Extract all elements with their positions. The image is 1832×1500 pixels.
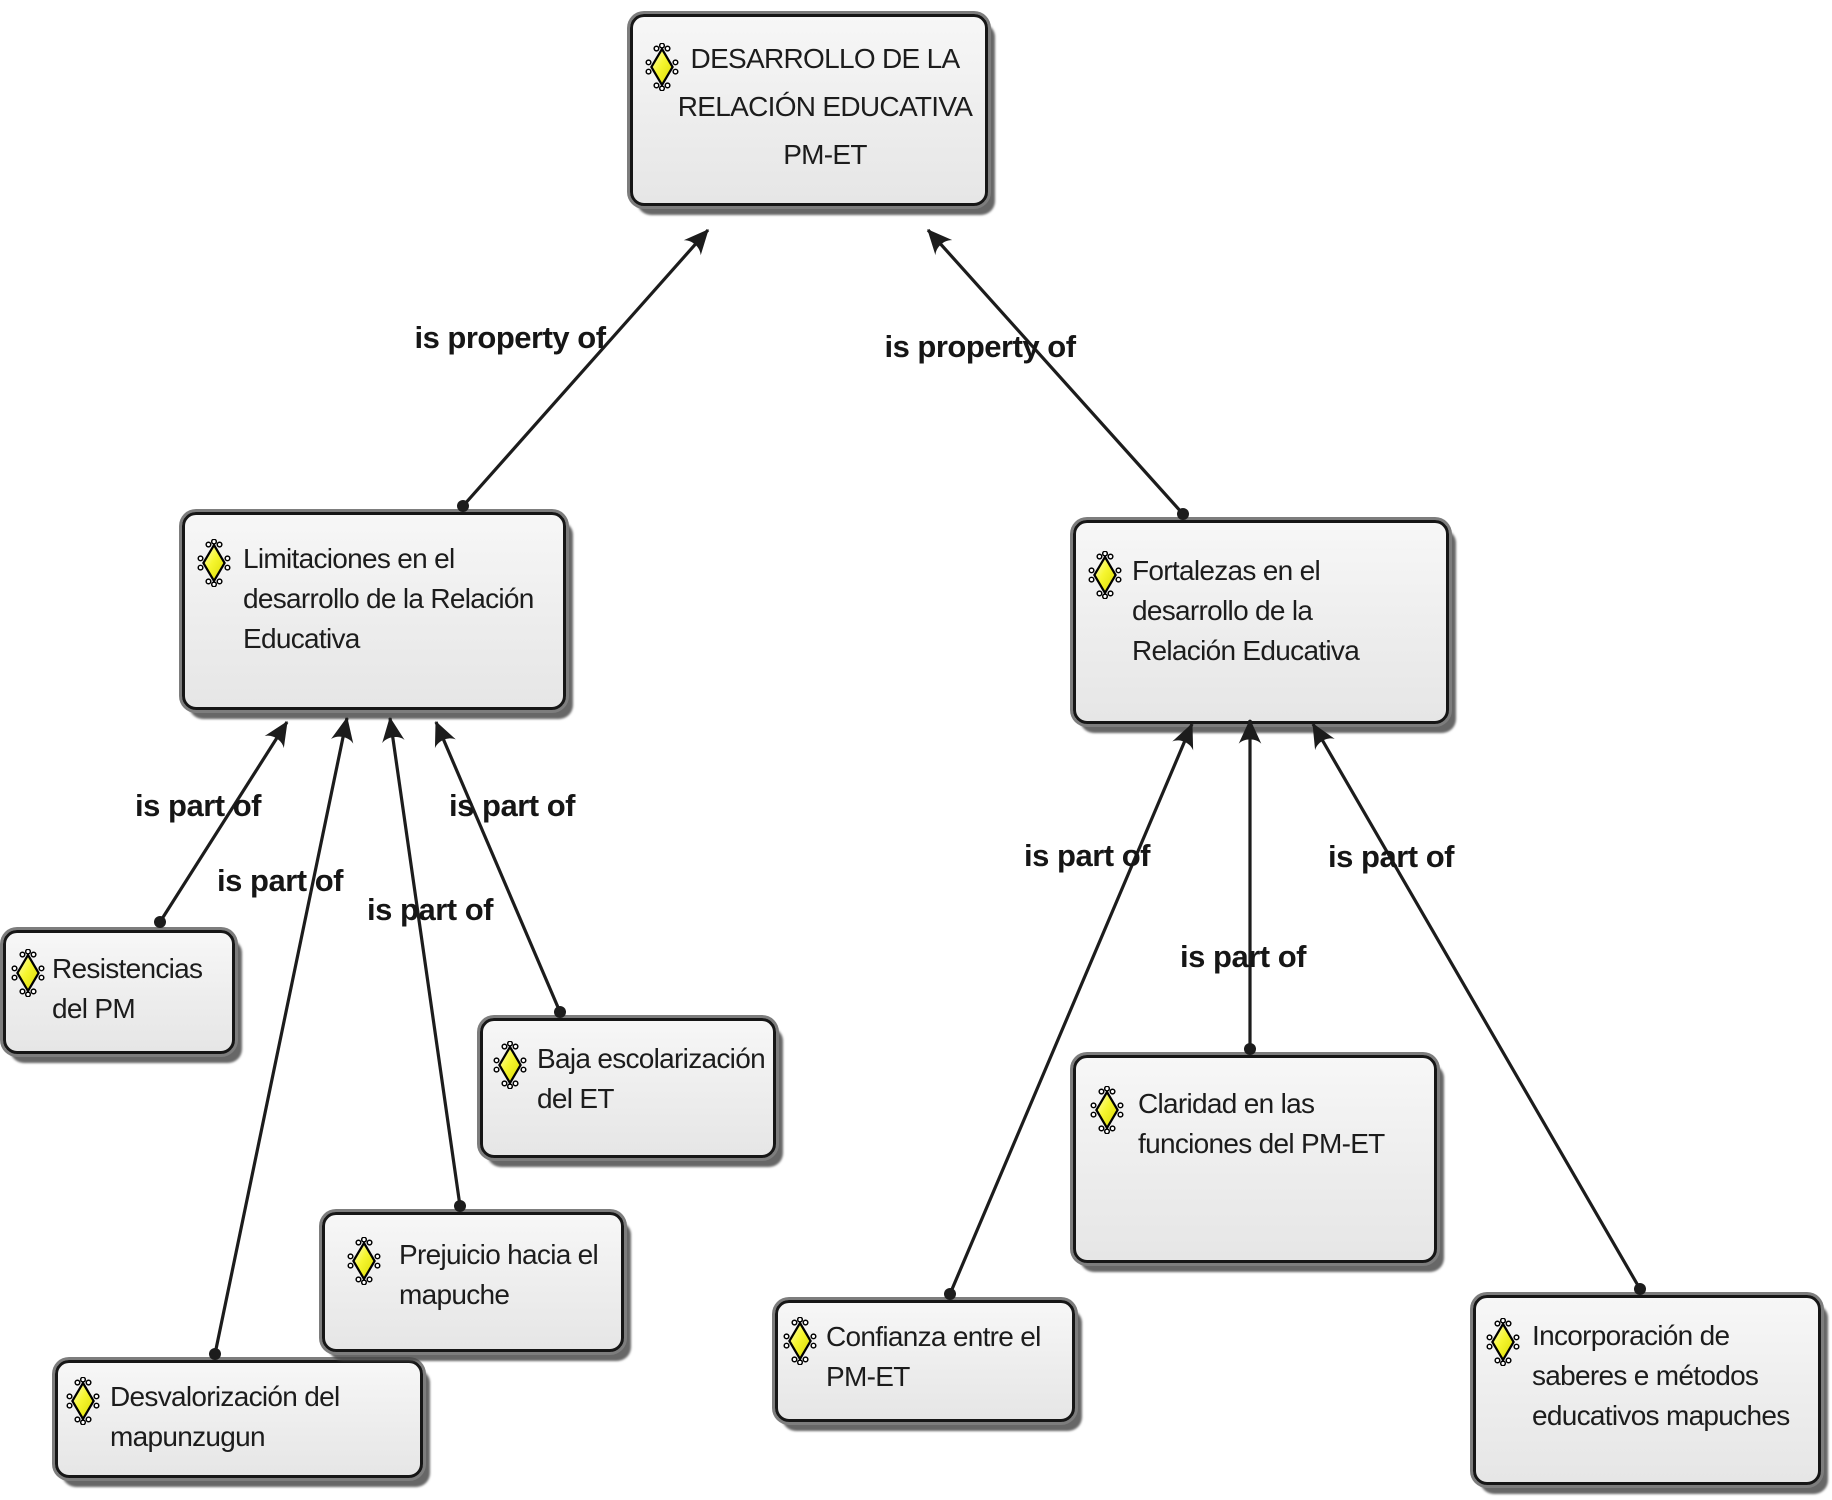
edge-endpoint-dot — [1634, 1283, 1646, 1295]
node-label-confianza: Confianza entre el PM-ET — [826, 1321, 1041, 1392]
node-label-claridad: Claridad en las funciones del PM-ET — [1138, 1088, 1385, 1159]
code-diamond-icon — [347, 1237, 381, 1285]
node-label-fortalezas: Fortalezas en el desarrollo de la Relaci… — [1132, 555, 1360, 666]
node-resistencias[interactable]: Resistencias del PM — [3, 930, 235, 1054]
code-diamond-icon — [66, 1377, 100, 1425]
edge-label-prejuicio-limitaciones: is part of — [367, 892, 493, 927]
edge-endpoint-dot — [1177, 508, 1189, 520]
node-label-limitaciones: Limitaciones en el desarrollo de la Rela… — [243, 543, 534, 654]
edge-endpoint-dot — [209, 1348, 221, 1360]
code-diamond-icon — [783, 1317, 817, 1365]
edge-limitaciones-desarrollo[interactable] — [457, 228, 710, 512]
node-incorporacion[interactable]: Incorporación de saberes e métodos educa… — [1473, 1295, 1821, 1485]
node-label-desarrollo: DESARROLLO DE LA RELACIÓN EDUCATIVA PM-E… — [677, 43, 973, 170]
node-desarrollo[interactable]: DESARROLLO DE LA RELACIÓN EDUCATIVA PM-E… — [630, 14, 988, 206]
edge-label-claridad-fortalezas: is part of — [1180, 939, 1306, 974]
code-diamond-icon — [493, 1041, 527, 1089]
edge-endpoint-dot — [454, 1200, 466, 1212]
node-confianza[interactable]: Confianza entre el PM-ET — [775, 1300, 1075, 1422]
edge-baja-limitaciones[interactable] — [434, 720, 566, 1018]
edge-endpoint-dot — [1244, 1043, 1256, 1055]
edge-label-confianza-fortalezas: is part of — [1024, 838, 1150, 873]
edge-endpoint-dot — [154, 916, 166, 928]
node-prejuicio[interactable]: Prejuicio hacia el mapuche — [322, 1212, 624, 1352]
edge-label-incorporacion-fortalezas: is part of — [1328, 839, 1454, 874]
code-diamond-icon — [197, 539, 231, 587]
code-diamond-icon — [645, 43, 679, 91]
edge-endpoint-dot — [944, 1288, 956, 1300]
code-diamond-icon — [1486, 1318, 1520, 1366]
code-diamond-icon — [11, 949, 45, 997]
edge-label-limitaciones-desarrollo: is property of — [414, 320, 606, 355]
node-label-prejuicio: Prejuicio hacia el mapuche — [399, 1239, 599, 1310]
node-baja[interactable]: Baja escolarización del ET — [480, 1018, 776, 1158]
edge-fortalezas-desarrollo[interactable] — [926, 228, 1189, 520]
edge-label-fortalezas-desarrollo: is property of — [884, 329, 1076, 364]
node-limitaciones[interactable]: Limitaciones en el desarrollo de la Rela… — [182, 512, 566, 710]
node-fortalezas[interactable]: Fortalezas en el desarrollo de la Relaci… — [1073, 520, 1449, 724]
node-label-desvalorizacion: Desvalorización del mapunzugun — [110, 1381, 340, 1452]
edge-endpoint-dot — [457, 500, 469, 512]
node-label-baja: Baja escolarización del ET — [537, 1043, 766, 1114]
code-diamond-icon — [1088, 551, 1122, 599]
node-claridad[interactable]: Claridad en las funciones del PM-ET — [1073, 1055, 1437, 1263]
node-desvalorizacion[interactable]: Desvalorización del mapunzugun — [55, 1360, 423, 1478]
edge-label-resistencias-limitaciones: is part of — [135, 788, 261, 823]
node-label-resistencias: Resistencias del PM — [52, 953, 203, 1024]
edge-claridad-fortalezas[interactable] — [1238, 718, 1262, 1055]
edge-label-desvalorizacion-limitaciones: is part of — [217, 863, 343, 898]
edge-endpoint-dot — [554, 1006, 566, 1018]
node-label-incorporacion: Incorporación de saberes e métodos educa… — [1532, 1320, 1790, 1431]
edge-label-baja-limitaciones: is part of — [449, 788, 575, 823]
